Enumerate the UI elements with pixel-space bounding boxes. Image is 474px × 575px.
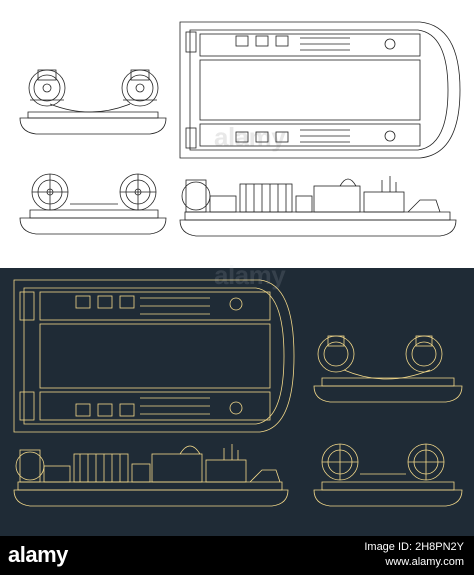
- footer-bar: alamy Image ID: 2H8PN2Y www.alamy.com: [0, 536, 474, 575]
- rear-view-light: [19, 173, 167, 235]
- side-view-light: [179, 176, 457, 237]
- side-view-dark: [13, 444, 289, 507]
- footer-logo: alamy: [8, 542, 68, 567]
- footer-image-info: Image ID: 2H8PN2Y www.alamy.com: [364, 540, 464, 570]
- dark-blueprint-panel: alamy: [0, 260, 474, 536]
- front-view-light: [19, 69, 167, 135]
- dark-drawing-set: [13, 279, 463, 507]
- rear-view-dark: [313, 443, 463, 507]
- image-id-label: Image ID: 2H8PN2Y: [364, 541, 464, 553]
- front-view-dark: [313, 335, 463, 403]
- plan-view-dark: [13, 279, 295, 433]
- light-blueprint-panel: alamy: [0, 0, 474, 268]
- light-drawing-set: [19, 21, 461, 237]
- plan-view-light: [179, 21, 461, 159]
- footer-url: www.alamy.com: [385, 556, 464, 568]
